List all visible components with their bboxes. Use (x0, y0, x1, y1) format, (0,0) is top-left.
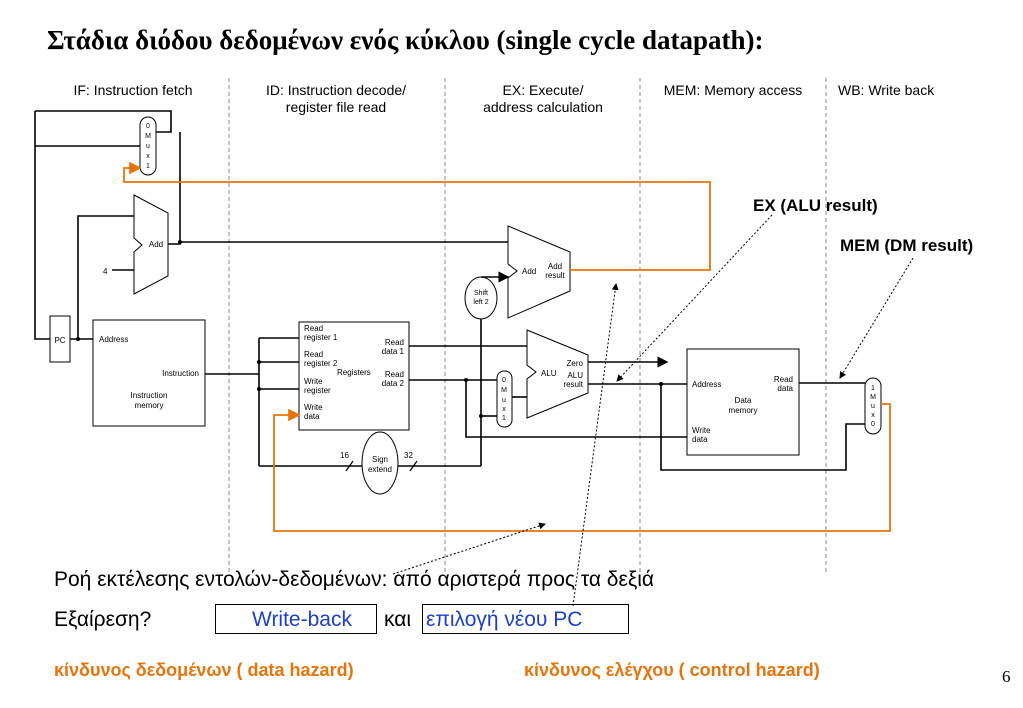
reg-write-1: Write (304, 377, 323, 386)
dmem-read-1: Read (774, 375, 793, 384)
bits-32-label: 32 (404, 451, 413, 460)
and-word: και (384, 608, 412, 631)
slide-title: Στάδια διόδου δεδομένων ενός κύκλου (sin… (47, 25, 764, 55)
pc-mux-label-m: M (145, 133, 151, 140)
annotation-arrow-mem (839, 257, 914, 379)
alu-mux-label-0: 0 (502, 377, 506, 384)
stage-label-ex-2: address calculation (483, 99, 603, 115)
wire-loop-top (35, 110, 172, 133)
wire-branch-target-feedback (123, 161, 711, 271)
alu-zero-label: Zero (567, 359, 584, 368)
reg-rd2-1: Read (385, 370, 404, 379)
stage-separators (228, 78, 827, 575)
imem-address-label: Address (99, 335, 128, 344)
alu-mux-label-x: x (502, 406, 506, 413)
dmem-address-label: Address (692, 380, 721, 389)
shift-left-2 (464, 276, 498, 320)
dmem-read-2: data (777, 384, 793, 393)
branch-adder-label: Add (522, 267, 536, 276)
reg-read1-1: Read (304, 324, 323, 333)
alu-src-mux (496, 370, 513, 428)
stage-label-mem: MEM: Memory access (664, 82, 802, 98)
dmem-name-2: memory (729, 406, 758, 415)
data-memory (686, 348, 800, 456)
wb-mux-label-1: 1 (871, 385, 875, 392)
dmem-write-1: Write (692, 426, 711, 435)
reg-read2-2: register 2 (304, 359, 338, 368)
alu-result-label-1: ALU (567, 371, 583, 380)
control-hazard-label: κίνδυνος ελέγχου ( control hazard) (524, 660, 820, 680)
register-file (298, 321, 410, 431)
exception-caption: Εξαίρεση? (54, 608, 152, 631)
wb-mux-label-x: x (871, 412, 875, 419)
wire-mux-to-pc (34, 111, 140, 340)
label-mem-dm-result: MEM (DM result) (840, 236, 973, 255)
branch-adder (507, 225, 571, 319)
shift-label-1: Shift (474, 290, 488, 297)
pc-label: PC (54, 336, 65, 345)
writeback-mux (864, 377, 882, 435)
annotation-arrow-data-hazard (392, 522, 546, 575)
reg-write-2: register (304, 386, 331, 395)
bits-16-label: 16 (340, 451, 349, 460)
wb-mux-label-m: M (870, 394, 876, 401)
alu-mux-label-m: M (501, 387, 507, 394)
writeback-box: Write-back (215, 604, 377, 634)
pc-adder (133, 194, 169, 295)
imem-name-2: memory (135, 401, 164, 410)
pc-mux-label-1: 1 (146, 163, 150, 170)
wire-writeback-feedback (273, 403, 891, 532)
stage-label-id: ID: Instruction decode/ (266, 82, 406, 98)
wire-alu-bypass (660, 384, 865, 471)
reg-name: Registers (337, 368, 371, 377)
sign-label-2: extend (368, 465, 392, 474)
reg-rd1-1: Read (385, 338, 404, 347)
sign-label-1: Sign (372, 455, 388, 464)
reg-read2-1: Read (304, 350, 323, 359)
pc-mux-label-u: u (146, 143, 150, 150)
sign-extend (361, 431, 399, 495)
flow-caption: Ροή εκτέλεσης εντολών-δεδομένων: από αρι… (54, 568, 655, 591)
alu-label: ALU (541, 369, 557, 378)
imem-instruction-label: Instruction (162, 369, 199, 378)
stage-label-if: IF: Instruction fetch (73, 82, 192, 98)
constant-four: 4 (103, 267, 108, 276)
reg-wdata-1: Write (304, 403, 323, 412)
alu-mux-label-u: u (502, 397, 506, 404)
wire-rd2-to-dmem (465, 380, 687, 438)
annotation-arrow-ex (616, 214, 773, 382)
branch-adder-result-2: result (545, 271, 565, 280)
dmem-write-2: data (692, 435, 708, 444)
new-pc-box: επιλογή νέου PC (422, 604, 629, 634)
wb-mux-label-0: 0 (871, 421, 875, 428)
reg-wdata-2: data (304, 412, 320, 421)
reg-rd2-2: data 2 (382, 379, 405, 388)
dmem-name-1: Data (735, 396, 752, 405)
stage-label-wb: WB: Write back (838, 82, 935, 98)
wb-mux-label-u: u (871, 403, 875, 410)
instruction-memory (92, 319, 206, 427)
branch-adder-result-1: Add (548, 262, 562, 271)
alu-result-label-2: result (563, 380, 583, 389)
shift-label-2: left 2 (473, 299, 488, 306)
wire-pc-to-adder (77, 215, 134, 339)
annotation-arrow-control-hazard (572, 283, 619, 607)
label-ex-alu-result: EX (ALU result) (753, 196, 878, 215)
wire-adder-to-mux (168, 132, 181, 245)
stage-label-id-2: register file read (286, 99, 386, 115)
imem-name-1: Instruction (131, 391, 168, 400)
pc-adder-label: Add (149, 240, 163, 249)
reg-rd1-2: data 1 (382, 347, 405, 356)
page-number: 6 (1002, 667, 1011, 686)
stage-label-ex: EX: Execute/ (503, 82, 584, 98)
pc-mux-label-x: x (146, 153, 150, 160)
alu-mux-label-1: 1 (502, 415, 506, 422)
reg-read1-2: register 1 (304, 333, 338, 342)
pc-mux-label-0: 0 (146, 123, 150, 130)
data-hazard-label: κίνδυνος δεδομένων ( data hazard) (54, 660, 354, 680)
